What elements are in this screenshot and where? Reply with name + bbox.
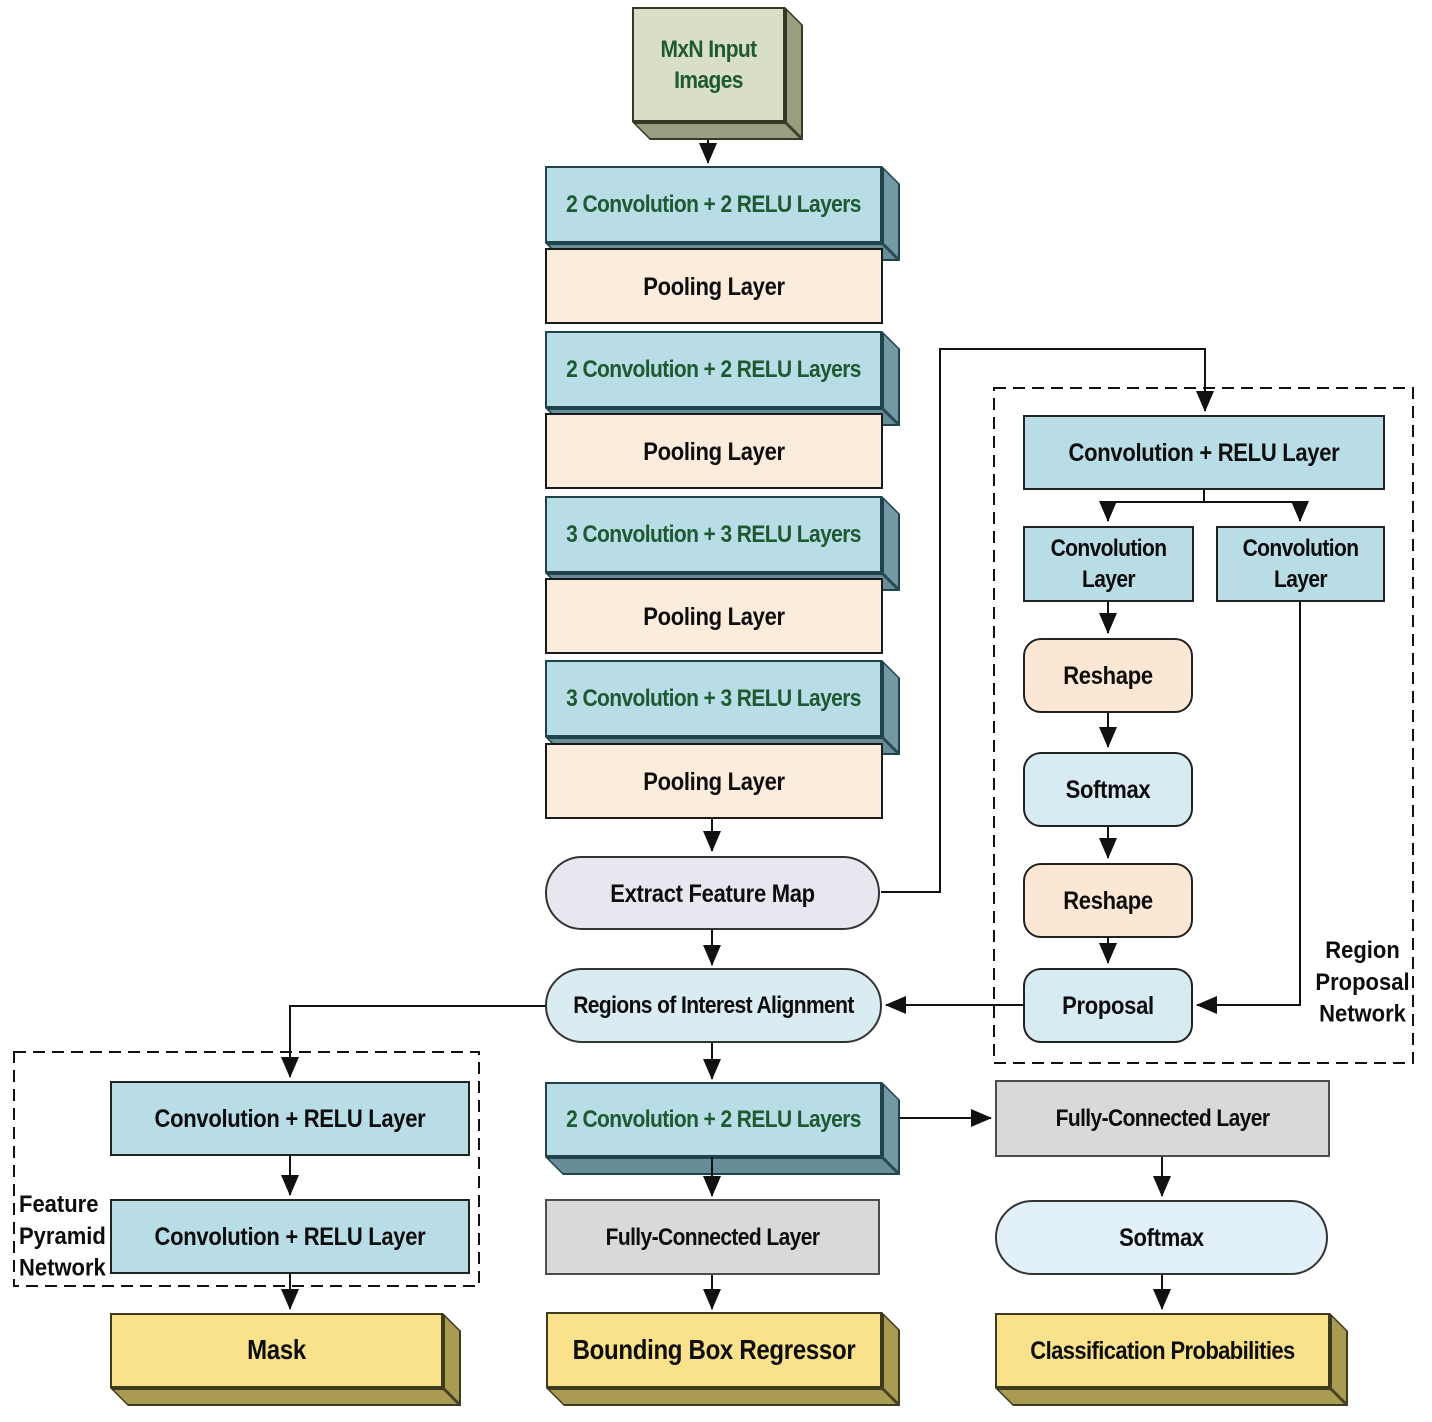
box-3d-bottom-face — [546, 1388, 900, 1406]
box-3d-bottom-face — [995, 1388, 1348, 1406]
node-fpn-conv-2: Convolution + RELU Layer — [110, 1199, 470, 1274]
node-label: Proposal — [1062, 991, 1154, 1020]
node-label: Mask — [247, 1335, 306, 1366]
node-fpn-conv-1: Convolution + RELU Layer — [110, 1081, 470, 1156]
node-classification-probabilities: Classification Probabilities — [995, 1313, 1348, 1406]
node-label-surface: 2 Convolution + 2 RELU Layers — [545, 1082, 882, 1157]
box-3d-bottom-face — [545, 1157, 900, 1175]
node-conv-block-2: 2 Convolution + 2 RELU Layers — [545, 331, 900, 426]
fpn-group-label: Feature Pyramid Network — [19, 1189, 106, 1282]
node-pooling-layer-4: Pooling Layer — [545, 743, 883, 819]
node-rpn-softmax: Softmax — [1023, 752, 1193, 827]
node-head-conv-block: 2 Convolution + 2 RELU Layers — [545, 1082, 900, 1175]
node-label: Reshape — [1063, 661, 1153, 690]
node-label: Pooling Layer — [643, 766, 785, 796]
node-label: Fully-Connected Layer — [1055, 1105, 1270, 1132]
node-rpn-conv-relu: Convolution + RELU Layer — [1023, 415, 1385, 490]
rpn-group-label: Region Proposal Network — [1315, 935, 1410, 1028]
node-conv-block-3: 3 Convolution + 3 RELU Layers — [545, 496, 900, 591]
node-label-surface: 2 Convolution + 2 RELU Layers — [545, 331, 882, 408]
node-label: Bounding Box Regressor — [572, 1334, 856, 1366]
node-rpn-reshape-1: Reshape — [1023, 638, 1193, 713]
node-cls-fully-connected: Fully-Connected Layer — [995, 1080, 1330, 1157]
node-label: Softmax — [1119, 1223, 1204, 1252]
node-label: 2 Convolution + 2 RELU Layers — [566, 1106, 861, 1133]
node-extract-feature-map: Extract Feature Map — [545, 856, 880, 930]
node-label: Convolution Layer — [1050, 535, 1167, 593]
node-label: 3 Convolution + 3 RELU Layers — [566, 521, 861, 548]
node-label: 2 Convolution + 2 RELU Layers — [566, 191, 861, 218]
node-label: 2 Convolution + 2 RELU Layers — [566, 356, 861, 383]
node-roi-alignment: Regions of Interest Alignment — [545, 968, 882, 1043]
box-3d-bottom-face — [110, 1388, 461, 1406]
node-rpn-conv-layer-right: Convolution Layer — [1216, 526, 1385, 602]
node-label-surface: 3 Convolution + 3 RELU Layers — [545, 660, 882, 737]
box-3d-right-face — [785, 7, 803, 140]
node-conv-block-4: 3 Convolution + 3 RELU Layers — [545, 660, 900, 755]
node-conv-block-1: 2 Convolution + 2 RELU Layers — [545, 166, 900, 261]
node-label: Classification Probabilities — [1030, 1336, 1295, 1365]
node-pooling-layer-3: Pooling Layer — [545, 578, 883, 654]
node-bounding-box-regressor: Bounding Box Regressor — [546, 1312, 900, 1406]
node-rpn-conv-layer-left: Convolution Layer — [1023, 526, 1194, 602]
node-label: Reshape — [1063, 886, 1153, 915]
node-label: MxN Input Images — [660, 36, 757, 93]
node-head-fully-connected: Fully-Connected Layer — [545, 1199, 880, 1275]
node-label: Regions of Interest Alignment — [573, 992, 854, 1019]
node-rpn-proposal: Proposal — [1023, 968, 1193, 1043]
node-label: Extract Feature Map — [610, 878, 815, 908]
node-label-surface: 3 Convolution + 3 RELU Layers — [545, 496, 882, 573]
node-rpn-reshape-2: Reshape — [1023, 863, 1193, 938]
node-label: Softmax — [1065, 775, 1151, 804]
box-3d-bottom-face — [632, 122, 803, 140]
node-label: Convolution + RELU Layer — [154, 1222, 426, 1251]
node-label: Convolution + RELU Layer — [1068, 438, 1340, 467]
node-label-surface: Mask — [110, 1313, 443, 1388]
node-cls-softmax: Softmax — [995, 1200, 1328, 1275]
node-mask-output: Mask — [110, 1313, 461, 1406]
node-label-surface: Bounding Box Regressor — [546, 1312, 882, 1388]
node-label: 3 Convolution + 3 RELU Layers — [566, 685, 861, 712]
node-label: Pooling Layer — [643, 436, 785, 466]
wire-roi-to-fpn — [281, 1005, 545, 1078]
node-label: Fully-Connected Layer — [605, 1223, 820, 1251]
node-pooling-layer-1: Pooling Layer — [545, 248, 883, 324]
node-label-surface: MxN Input Images — [632, 7, 785, 122]
node-label: Pooling Layer — [643, 601, 785, 631]
node-pooling-layer-2: Pooling Layer — [545, 413, 883, 489]
node-label-surface: Classification Probabilities — [995, 1313, 1330, 1388]
node-label-surface: 2 Convolution + 2 RELU Layers — [545, 166, 882, 243]
node-label: Pooling Layer — [643, 271, 785, 301]
node-input-images: MxN Input Images — [632, 7, 803, 140]
wire-convright-to-proposal — [1196, 602, 1301, 1014]
node-label: Convolution + RELU Layer — [154, 1104, 426, 1133]
node-label: Convolution Layer — [1242, 535, 1359, 593]
